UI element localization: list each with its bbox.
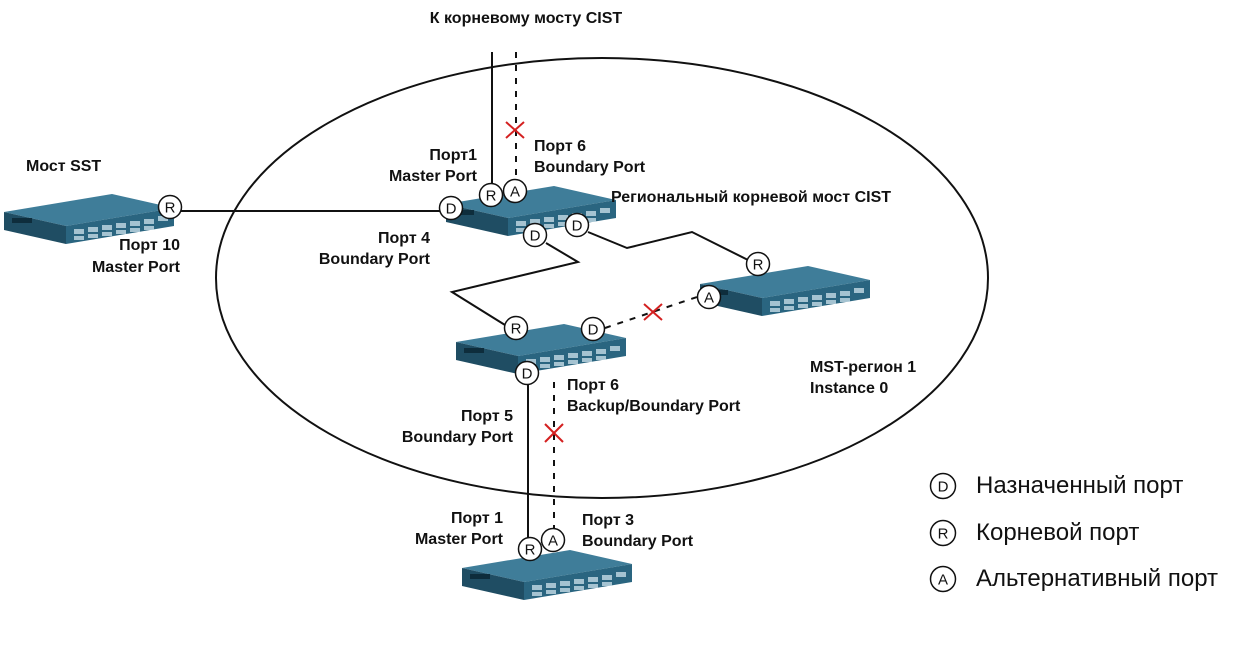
- port-d-root-port4: D: [438, 195, 464, 221]
- middle-port5-line1: Порт 5: [461, 408, 513, 425]
- port-a-right-bridge: A: [696, 284, 722, 310]
- link-middle-right-blocked: [604, 295, 701, 329]
- svg-text:D: D: [530, 228, 541, 245]
- sst-port-line1: Порт 10: [119, 237, 180, 254]
- svg-text:R: R: [486, 188, 497, 205]
- root-port6-line1: Порт 6: [534, 138, 586, 155]
- root-port1-line2: Master Port: [389, 168, 478, 185]
- svg-text:R: R: [511, 321, 522, 338]
- bottom-bridge-switch: [462, 550, 632, 600]
- port-r-sst: R: [157, 194, 183, 220]
- sst-port-line2: Master Port: [92, 259, 181, 276]
- middle-port6-line2: Backup/Boundary Port: [567, 398, 741, 415]
- bottom-port1-line1: Порт 1: [451, 510, 503, 527]
- svg-text:Назначенный порт: Назначенный порт: [976, 472, 1183, 499]
- region-line1: MST-регион 1: [810, 359, 916, 376]
- svg-text:R: R: [938, 526, 949, 543]
- blocked-mark-top: [505, 121, 525, 139]
- port-d-root-lower: D: [522, 222, 548, 248]
- svg-text:D: D: [938, 479, 949, 496]
- middle-port5-line2: Boundary Port: [402, 429, 514, 446]
- bottom-port3-line1: Порт 3: [582, 512, 634, 529]
- svg-text:R: R: [753, 257, 764, 274]
- region-line2: Instance 0: [810, 380, 888, 397]
- root-port1-line1: Порт1: [429, 147, 477, 164]
- port-d-middle-port5: D: [514, 360, 540, 386]
- port-d-middle-right: D: [580, 316, 606, 342]
- svg-text:D: D: [588, 322, 599, 339]
- svg-text:Корневой порт: Корневой порт: [976, 519, 1139, 546]
- svg-text:Альтернативный порт: Альтернативный порт: [976, 565, 1218, 592]
- mst-region-ellipse: [215, 57, 989, 499]
- link-root-right: [587, 230, 753, 263]
- svg-text:A: A: [548, 533, 558, 550]
- root-port4-line2: Boundary Port: [319, 251, 431, 268]
- svg-text:D: D: [522, 366, 533, 383]
- blocked-mark-middle: [643, 303, 663, 321]
- port-r-root-port1: R: [478, 182, 504, 208]
- svg-text:A: A: [704, 290, 714, 307]
- root-port6-line2: Boundary Port: [534, 159, 646, 176]
- bottom-port1-line2: Master Port: [415, 531, 504, 548]
- svg-text:A: A: [510, 184, 520, 201]
- legend: D Назначенный порт R Корневой порт A Аль…: [929, 472, 1218, 593]
- port-r-middle: R: [503, 315, 529, 341]
- link-root-middle: [449, 242, 581, 326]
- port-r-right-bridge: R: [745, 251, 771, 277]
- right-bridge-switch: [700, 266, 870, 316]
- svg-text:D: D: [446, 201, 457, 218]
- svg-text:R: R: [165, 200, 176, 217]
- root-port4-line1: Порт 4: [378, 230, 430, 247]
- legend-item-root: R Корневой порт: [929, 519, 1139, 547]
- legend-item-alternate: A Альтернативный порт: [929, 565, 1218, 593]
- sst-bridge-title: Мост SST: [26, 158, 101, 175]
- legend-item-designated: D Назначенный порт: [929, 472, 1183, 500]
- svg-text:R: R: [525, 542, 536, 559]
- root-bridge-title: Региональный корневой мост CIST: [611, 189, 891, 206]
- top-label: К корневому мосту CIST: [430, 10, 623, 27]
- blocked-mark-bottom: [544, 423, 564, 443]
- port-a-root-port6: A: [502, 178, 528, 204]
- middle-port6-line1: Порт 6: [567, 377, 619, 394]
- bottom-port3-line2: Boundary Port: [582, 533, 694, 550]
- port-r-bottom: R: [517, 536, 543, 562]
- svg-text:D: D: [572, 218, 583, 235]
- svg-text:A: A: [938, 572, 948, 589]
- port-a-bottom: A: [540, 527, 566, 553]
- port-d-root-right: D: [564, 212, 590, 238]
